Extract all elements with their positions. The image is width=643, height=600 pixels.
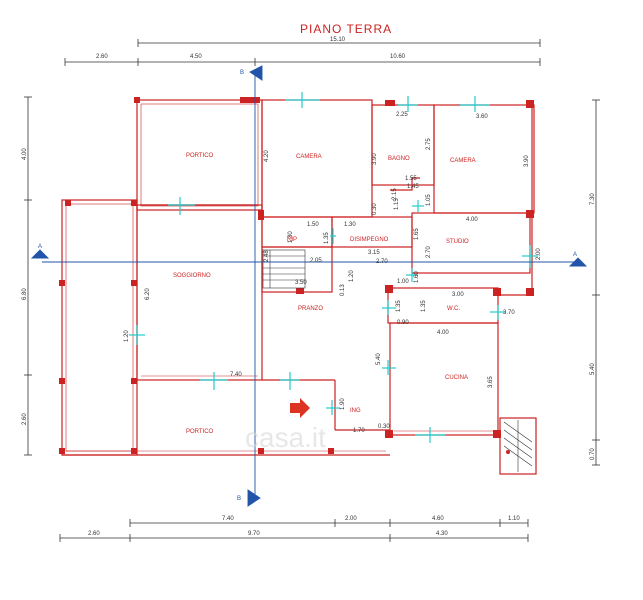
dim-270: 2.70 xyxy=(376,259,388,265)
dim-145: 1.45 xyxy=(407,184,419,190)
room-cucina: CUCINA xyxy=(445,375,468,381)
dim-bot2-a: 2.60 xyxy=(88,531,100,537)
room-studio: STUDIO xyxy=(446,239,469,245)
dim-left-mid: 6.80 xyxy=(22,288,28,300)
room-rip: RIP xyxy=(287,237,297,243)
room-portico-top: PORTICO xyxy=(186,153,214,159)
exterior-stair xyxy=(503,420,533,472)
dim-205: 2.05 xyxy=(310,258,322,264)
dim-370: 3.70 xyxy=(503,310,515,316)
dim-120: 1.20 xyxy=(349,270,355,282)
room-pranzo: PRANZO xyxy=(298,306,323,312)
right-dimensions xyxy=(592,99,600,466)
entry-arrow xyxy=(290,398,310,418)
dim-740: 7.40 xyxy=(230,372,242,378)
dim-190: 1.90 xyxy=(340,398,346,410)
dim-bot1-d: 1.10 xyxy=(508,516,520,522)
dim-160: 1.60 xyxy=(414,271,420,283)
dim-100: 1.00 xyxy=(397,279,409,285)
dim-540: 5.40 xyxy=(376,353,382,365)
room-wc: W.C. xyxy=(447,306,460,312)
watermark: casa.it xyxy=(245,422,326,453)
dim-215: 2.15 xyxy=(392,188,398,200)
dim-sogg-h: 6.20 xyxy=(145,288,151,300)
dim-camera-h: 4.20 xyxy=(264,150,270,162)
dim-200w: 2.00 xyxy=(536,248,542,260)
dim-top-total: 15.10 xyxy=(330,37,346,43)
dim-300: 3.00 xyxy=(452,292,464,298)
dim-left-lower: 2.60 xyxy=(22,413,28,425)
dim-rip-w: 1.50 xyxy=(307,222,319,228)
dim-315: 3.15 xyxy=(368,250,380,256)
dim-135b: 1.35 xyxy=(421,300,427,312)
dim-bagno-side: 2.75 xyxy=(426,138,432,150)
dim-top-b: 4.50 xyxy=(190,54,202,60)
dim-camera-r-h: 3.90 xyxy=(524,155,530,167)
dim-090: 0.90 xyxy=(397,320,409,326)
dim-bot1-c: 4.60 xyxy=(432,516,444,522)
dim-studio-w: 4.00 xyxy=(466,217,478,223)
axis-b-top: B xyxy=(240,70,244,76)
dim-130: 1.30 xyxy=(344,222,356,228)
dim-left-upper: 4.00 xyxy=(22,148,28,160)
room-camera-left: CAMERA xyxy=(296,154,322,160)
room-bagno: BAGNO xyxy=(388,156,410,162)
dim-top-a: 2.60 xyxy=(96,54,108,60)
dim-115: 1.15 xyxy=(394,198,400,210)
room-portico-bottom: PORTICO xyxy=(186,429,214,435)
dim-170: 1.70 xyxy=(353,428,365,434)
dim-right-mid: 5.40 xyxy=(590,363,596,375)
dim-105: 1.05 xyxy=(426,194,432,206)
pillars xyxy=(59,97,534,454)
room-ing: ING xyxy=(350,408,361,414)
interior-stair xyxy=(262,249,306,289)
dim-365: 3.65 xyxy=(488,376,494,388)
dim-sogg-win: 1.20 xyxy=(124,330,130,342)
dim-030b: 0.30 xyxy=(378,424,390,430)
dim-155: 1.55 xyxy=(405,176,417,182)
dim-030: 0.30 xyxy=(372,203,378,215)
axis-a-left: A xyxy=(38,244,42,250)
room-soggiorno: SOGGIORNO xyxy=(173,273,211,279)
left-dimensions xyxy=(24,96,32,456)
plan-title: PIANO TERRA xyxy=(300,22,392,36)
dim-top-c: 10.60 xyxy=(390,54,406,60)
axis-a-right: A xyxy=(573,252,577,258)
dim-studio-h: 2.70 xyxy=(426,246,432,258)
dim-bot1-a: 7.40 xyxy=(222,516,234,522)
room-disimpegno: DISIMPEGNO xyxy=(350,237,389,243)
dim-rip-x: 1.30 xyxy=(288,231,294,243)
dim-135a: 1.35 xyxy=(396,300,402,312)
top-dimensions xyxy=(64,39,541,66)
dim-bot2-b: 9.70 xyxy=(248,531,260,537)
windows xyxy=(129,92,538,443)
dim-bagno-h: 3.90 xyxy=(372,153,378,165)
dim-165: 1.65 xyxy=(414,228,420,240)
dim-right-low: 0.70 xyxy=(590,448,596,460)
dim-013: 0.13 xyxy=(340,284,346,296)
dim-248: 2.48 xyxy=(264,250,270,262)
room-camera-right: CAMERA xyxy=(450,158,476,164)
dim-bagno-w: 2.25 xyxy=(396,112,408,118)
dim-bot2-c: 4.30 xyxy=(436,531,448,537)
dim-cucina-w: 4.00 xyxy=(437,330,449,336)
dim-rip-h: 1.35 xyxy=(324,232,330,244)
dim-right-total: 7.30 xyxy=(590,193,596,205)
axis-b-bottom: B xyxy=(237,496,241,502)
wall-inner-lines xyxy=(65,103,494,452)
dim-bot1-b: 2.00 xyxy=(345,516,357,522)
stair-marker xyxy=(506,450,510,454)
dim-350: 3.50 xyxy=(295,280,307,286)
dim-camera-r-w: 3.60 xyxy=(476,114,488,120)
bottom-dimensions xyxy=(59,519,529,542)
section-axes xyxy=(30,65,588,507)
